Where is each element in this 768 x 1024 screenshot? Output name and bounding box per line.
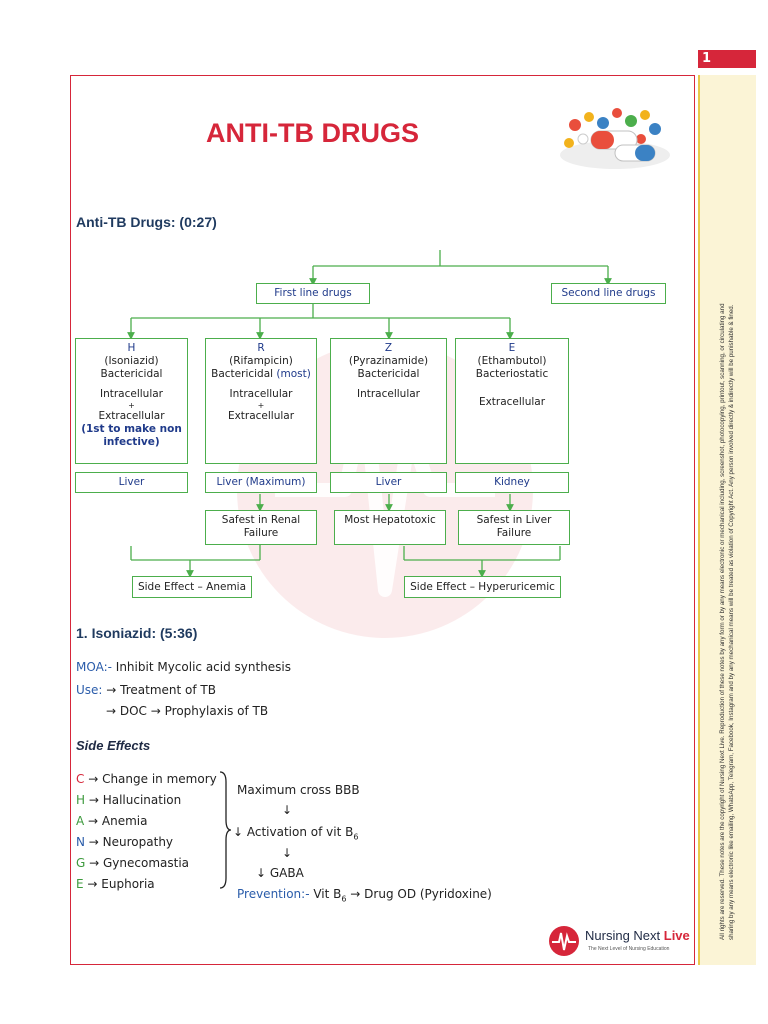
chage-list: C → Change in memory H → Hallucination A… <box>76 769 217 895</box>
most-hepatotoxic-box: Most Hepatotoxic <box>334 510 446 545</box>
side-effects-heading: Side Effects <box>76 738 151 753</box>
organ-box-pyrazinamide: Liver <box>330 472 447 493</box>
drug-name: (Rifampicin) <box>229 355 293 367</box>
drug-name: (Isoniazid) <box>104 355 159 367</box>
mnemonic-letter: H <box>76 793 86 807</box>
first-line-drugs-box: First line drugs <box>256 283 370 304</box>
page-title: ANTI-TB DRUGS <box>206 118 419 148</box>
safest-liver-box: Safest in Liver Failure <box>458 510 570 545</box>
side-effect-anemia-box: Side Effect – Anemia <box>132 576 252 598</box>
use-label: Use: <box>76 683 103 697</box>
prevention-line: Prevention:- Vit B6 → Drug OD (Pyridoxin… <box>237 887 492 903</box>
mechanism-vitb6: ↓ Activation of vit B6 <box>233 825 358 841</box>
mechanism-gaba: ↓ GABA <box>256 866 304 880</box>
mnemonic-letter: C <box>76 772 85 786</box>
drug-letter: R <box>257 342 265 354</box>
brand-logo: Nursing Next Live The Next Level of Nurs… <box>548 925 690 959</box>
drug-name: (Pyrazinamide) <box>348 355 429 367</box>
drug-letter: E <box>508 342 516 354</box>
list-item-text: → Change in memory <box>84 772 217 786</box>
drug-action: Bactericidal <box>100 368 163 380</box>
drug-box-pyrazinamide: Z (Pyrazinamide) Bactericidal Intracellu… <box>330 338 447 464</box>
plus-sign: + <box>257 401 265 410</box>
list-item-text: → Gynecomastia <box>85 856 190 870</box>
page-frame <box>70 75 695 965</box>
down-arrow-icon: ↓ <box>282 803 293 817</box>
moa-line: MOA:- Inhibit Mycolic acid synthesis <box>76 660 291 674</box>
subscript-6: 6 <box>353 832 359 842</box>
logo-wordmark: Nursing Next Live <box>585 928 690 943</box>
list-item-text: → Hallucination <box>85 793 182 807</box>
drug-site-extra: Extracellular <box>227 410 295 422</box>
moa-text: Inhibit Mycolic acid synthesis <box>111 660 292 674</box>
organ-box-ethambutol: Kidney <box>455 472 569 493</box>
organ-box-rifampicin: Liver (Maximum) <box>205 472 317 493</box>
prevention-label: Prevention:- <box>237 887 310 901</box>
drug-box-rifampicin: R (Rifampicin) Bactericidal (most) Intra… <box>205 338 317 464</box>
copyright-sidebar <box>698 75 756 965</box>
organ-box-isoniazid: Liver <box>75 472 188 493</box>
curly-brace-icon <box>219 771 232 889</box>
list-item: A → Anemia <box>76 811 217 832</box>
drug-box-ethambutol: E (Ethambutol) Bacteriostatic Extracellu… <box>455 338 569 464</box>
logo-tagline: The Next Level of Nursing Education <box>588 946 670 952</box>
use-line: Use: → Treatment of TB <box>76 683 216 697</box>
drug-site-extra: Extracellular <box>98 410 165 422</box>
list-item-text: → Euphoria <box>83 877 155 891</box>
list-item-text: → Anemia <box>84 814 148 828</box>
subscript-6: 6 <box>341 894 347 904</box>
drug-note: (1st to make non infective) <box>81 423 182 448</box>
moa-label: MOA:- <box>76 660 112 674</box>
mnemonic-letter: A <box>76 814 85 828</box>
drug-action: Bactericidal <box>357 368 420 380</box>
mechanism-vitb6-text: ↓ Activation of vit B <box>233 825 354 839</box>
pills-illustration-icon <box>560 108 670 169</box>
logo-name: Nursing Next <box>585 928 664 943</box>
copyright-notice: All rights are reserved. These notes are… <box>718 100 736 940</box>
drug-name: (Ethambutol) <box>477 355 547 367</box>
page-number: 1 <box>698 50 756 68</box>
drug-site-intra: Intracellular <box>99 388 163 400</box>
copyright-line-1: All rights are reserved. These notes are… <box>719 303 726 940</box>
side-effect-hyperuricemic-box: Side Effect – Hyperuricemic <box>404 576 561 598</box>
drug-action: Bacteriostatic <box>475 368 549 380</box>
drug-site-intra: Intracellular <box>229 388 293 400</box>
second-line-drugs-box: Second line drugs <box>551 283 666 304</box>
drug-box-isoniazid: H (Isoniazid) Bactericidal Intracellular… <box>75 338 188 464</box>
mnemonic-letter: G <box>76 856 86 870</box>
nursing-next-live-logo-icon <box>549 926 579 956</box>
drug-action: Bactericidal <box>211 368 274 380</box>
logo-live: Live <box>663 928 690 943</box>
section-heading-isoniazid: 1. Isoniazid: (5:36) <box>76 625 198 641</box>
list-item-text: → Neuropathy <box>84 835 174 849</box>
list-item: H → Hallucination <box>76 790 217 811</box>
list-item: G → Gynecomastia <box>76 853 217 874</box>
list-item: N → Neuropathy <box>76 832 217 853</box>
list-item: C → Change in memory <box>76 769 217 790</box>
section-heading-anti-tb: Anti-TB Drugs: (0:27) <box>76 214 217 230</box>
mnemonic-letter: N <box>76 835 85 849</box>
drug-site-intra: Intracellular <box>356 388 420 400</box>
mnemonic-letter: E <box>76 877 84 891</box>
use-text-2: → DOC → Prophylaxis of TB <box>106 704 269 718</box>
drug-letter: H <box>127 342 136 354</box>
copyright-line-2: sharing by any means electronic like ema… <box>728 304 735 940</box>
down-arrow-icon: ↓ <box>282 846 293 860</box>
drug-action-note: (most) <box>276 368 311 380</box>
use-text-1: → Treatment of TB <box>102 683 216 697</box>
list-item: E → Euphoria <box>76 874 217 895</box>
drug-site-extra: Extracellular <box>478 396 546 408</box>
prevention-text-post: → Drug OD (Pyridoxine) <box>346 887 492 901</box>
mechanism-bbb: Maximum cross BBB <box>237 783 360 797</box>
prevention-text: Vit B <box>309 887 342 901</box>
safest-renal-box: Safest in Renal Failure <box>205 510 317 545</box>
drug-letter: Z <box>384 342 393 354</box>
drug-action-line: Bactericidal (most) <box>206 368 316 381</box>
plus-sign: + <box>128 401 135 410</box>
